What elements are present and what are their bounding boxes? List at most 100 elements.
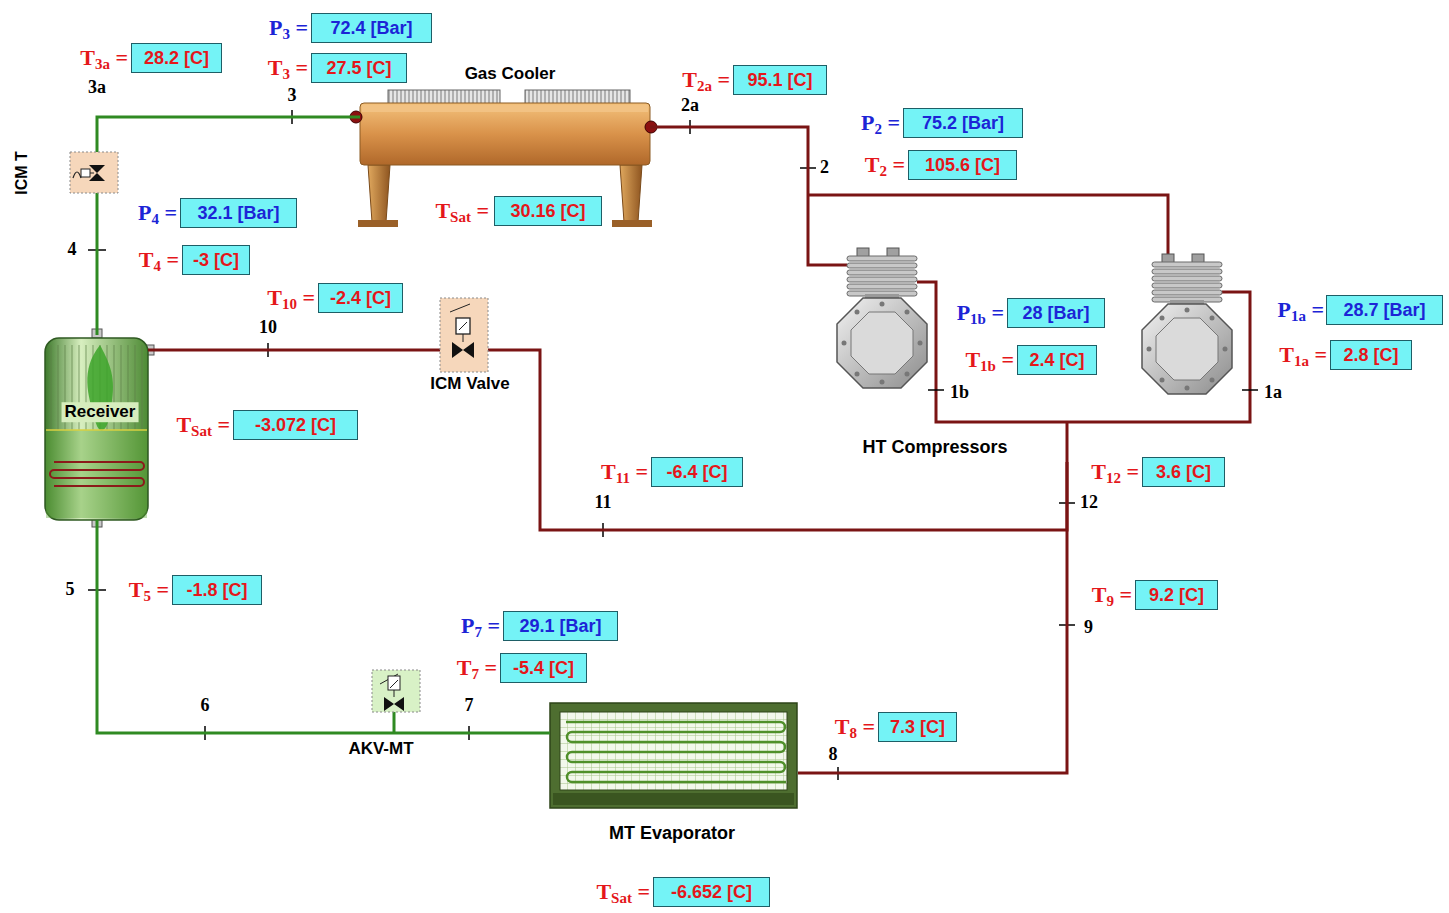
point-number: 2a <box>681 95 699 117</box>
symbol-equals: = <box>887 152 905 177</box>
point-number: 1b <box>950 382 969 404</box>
symbol-equals: = <box>1114 582 1132 607</box>
drawing-part <box>1066 422 1069 462</box>
component-label: AKV-MT <box>348 739 413 759</box>
value-box: -6.652 [C] <box>653 877 770 907</box>
drawing-part <box>46 430 147 518</box>
symbol-subscript: 8 <box>849 725 857 741</box>
value-reading: 105.6 [C] <box>925 155 1000 176</box>
drawing-part <box>928 389 944 391</box>
value-reading: -3 [C] <box>193 250 239 271</box>
variable-name: T9 = <box>1092 582 1132 608</box>
symbol-letter: T <box>457 655 472 680</box>
symbol-equals: = <box>1121 459 1139 484</box>
drawing-part <box>358 220 398 227</box>
value-reading: -2.4 [C] <box>330 288 391 309</box>
drawing-part <box>89 165 105 181</box>
compressor-symbol <box>1142 254 1232 394</box>
component-label: MT Evaporator <box>609 823 735 844</box>
symbol-subscript: 12 <box>1106 470 1121 486</box>
value-box: 3.6 [C] <box>1142 457 1225 487</box>
variable-name: T10 = <box>267 285 315 311</box>
value-reading: -6.4 [C] <box>666 462 727 483</box>
symbol-equals: = <box>630 459 648 484</box>
symbol-letter: T <box>1279 342 1294 367</box>
symbol-equals: = <box>159 200 177 225</box>
point-number: 6 <box>201 695 210 717</box>
receiver-drawing <box>45 329 154 527</box>
symbol-letter: P <box>1278 297 1291 322</box>
symbol-letter: P <box>861 110 874 135</box>
symbol-letter: P <box>138 200 151 225</box>
point-number: 10 <box>259 317 277 339</box>
drawing-part <box>620 165 642 222</box>
variable-name: T1b = <box>965 347 1014 373</box>
variable-name: T12 = <box>1091 459 1139 485</box>
drawing-part <box>390 680 398 697</box>
value-reading: -6.652 [C] <box>671 882 752 903</box>
value-reading: 95.1 [C] <box>747 70 812 91</box>
symbol-subscript: 1a <box>1291 308 1306 324</box>
component-label: ICM T <box>13 151 31 195</box>
variable-name: P1a = <box>1278 297 1325 323</box>
pipe-line <box>96 198 99 335</box>
variable-name: P4 = <box>138 200 177 226</box>
variable-name: P7 = <box>461 613 500 639</box>
symbol-subscript: 7 <box>474 624 482 640</box>
variable-name: T3 = <box>268 55 308 81</box>
pipe-line <box>97 520 330 733</box>
variable-name: P1b = <box>957 300 1004 326</box>
variable-name: TSat = <box>435 198 489 224</box>
value-reading: 72.4 [Bar] <box>330 18 412 39</box>
drawing-part <box>550 703 797 808</box>
value-box: 30.16 [C] <box>494 196 602 226</box>
value-box: 105.6 [C] <box>908 150 1017 180</box>
drawing-part <box>81 169 90 177</box>
value-reading: 28 [Bar] <box>1022 303 1089 324</box>
pipe-line <box>432 732 550 735</box>
drawing-part <box>560 712 787 790</box>
drawing-part <box>368 165 390 222</box>
value-box: -3.072 [C] <box>233 410 358 440</box>
evaporator-drawing <box>550 703 797 808</box>
symbol-subscript: Sat <box>191 423 212 439</box>
drawing-part <box>808 255 847 265</box>
drawing-part <box>388 676 400 690</box>
symbol-subscript: Sat <box>611 890 632 906</box>
drawing-part <box>553 793 794 805</box>
symbol-letter: T <box>267 285 282 310</box>
point-number: 3 <box>288 85 297 107</box>
variable-name: T3a = <box>80 45 128 71</box>
component-label: ICM Valve <box>430 374 509 394</box>
value-box: 29.1 [Bar] <box>503 611 618 641</box>
receiver-vessel: Receiver <box>45 335 148 520</box>
value-reading: -5.4 [C] <box>513 658 574 679</box>
symbol-equals: = <box>986 300 1004 325</box>
point-number: 2 <box>820 157 829 179</box>
variable-name: T11 = <box>601 459 648 485</box>
value-box: 32.1 [Bar] <box>180 198 297 228</box>
symbol-equals: = <box>1306 297 1324 322</box>
drawing-part <box>360 103 650 165</box>
component-label: Gas Cooler <box>465 64 556 84</box>
compressor-drawings <box>837 248 1232 394</box>
value-reading: 29.1 [Bar] <box>519 616 601 637</box>
symbol-equals: = <box>882 110 900 135</box>
point-number: 12 <box>1080 492 1098 514</box>
value-reading: 28.2 [C] <box>144 48 209 69</box>
variable-name: TSat = <box>176 412 230 438</box>
symbol-subscript: 9 <box>1106 593 1114 609</box>
value-reading: 27.5 [C] <box>326 58 391 79</box>
drawing-part <box>452 342 474 358</box>
symbol-subscript: 2a <box>697 78 712 94</box>
variable-name: T5 = <box>129 577 169 603</box>
variable-name: T4 = <box>139 247 179 273</box>
symbol-subscript: 3a <box>95 56 110 72</box>
symbol-letter: T <box>268 55 283 80</box>
point-number: 11 <box>594 492 611 514</box>
internal-piping <box>97 148 1250 733</box>
symbol-equals: = <box>1309 342 1327 367</box>
symbol-equals: = <box>290 15 308 40</box>
drawing-part <box>46 429 147 431</box>
